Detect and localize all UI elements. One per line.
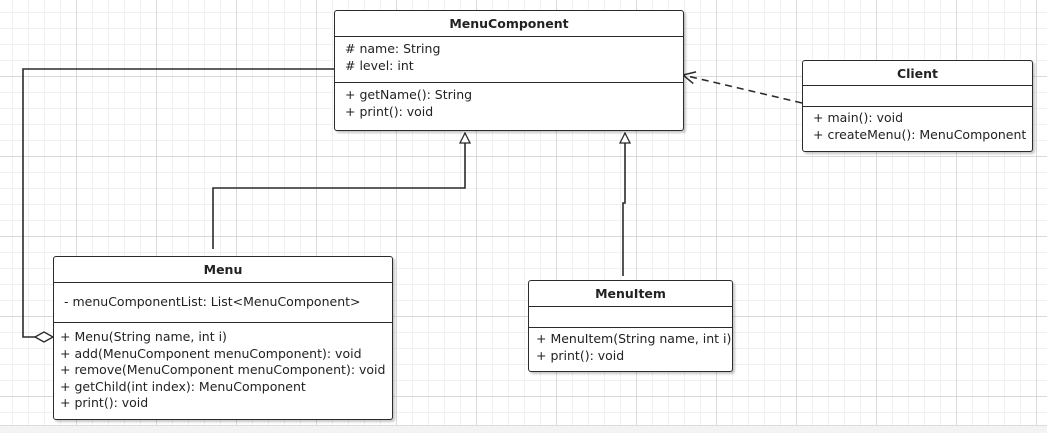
method: + print(): void	[536, 347, 625, 363]
edge-menuitem-generalization	[623, 133, 625, 276]
attributes-section	[803, 86, 1032, 107]
method: + remove(MenuComponent menuComponent): v…	[60, 362, 386, 377]
class-client[interactable]: Client + main(): void + createMenu(): Me…	[802, 60, 1033, 152]
method: + getChild(int index): MenuComponent	[60, 378, 306, 394]
attribute: - menuComponentList: List<MenuComponent>	[64, 294, 361, 309]
attributes-section: # name: String # level: int	[335, 37, 683, 83]
method: + print(): void	[345, 103, 434, 119]
edge-menu-aggregation	[22, 68, 334, 337]
class-name: Menu	[54, 257, 392, 283]
canvas-bottom-edge	[0, 425, 1047, 433]
method: + add(MenuComponent menuComponent): void	[60, 345, 362, 361]
attribute: # level: int	[345, 57, 414, 73]
method: + Menu(String name, int i)	[60, 329, 227, 344]
method: + getName(): String	[345, 87, 473, 102]
class-name: MenuComponent	[335, 11, 683, 37]
class-menu[interactable]: Menu - menuComponentList: List<MenuCompo…	[53, 256, 393, 420]
method: + createMenu(): MenuComponent	[813, 126, 1027, 142]
attribute: # name: String	[345, 41, 441, 56]
edge-menu-generalization	[212, 133, 465, 249]
class-menucomponent[interactable]: MenuComponent # name: String # level: in…	[334, 10, 684, 131]
attributes-section: - menuComponentList: List<MenuComponent>	[54, 283, 392, 323]
method: + MenuItem(String name, int i)	[536, 331, 732, 346]
method: + print(): void	[60, 395, 149, 410]
methods-section: + main(): void + createMenu(): MenuCompo…	[803, 107, 1032, 151]
methods-section: + getName(): String + print(): void	[335, 83, 683, 130]
edge-client-dependency	[683, 75, 803, 104]
method: + main(): void	[813, 110, 904, 125]
class-menuitem[interactable]: MenuItem + MenuItem(String name, int i) …	[528, 280, 733, 372]
class-name: Client	[803, 61, 1032, 86]
methods-section: + Menu(String name, int i) + add(MenuCom…	[54, 323, 392, 419]
methods-section: + MenuItem(String name, int i) + print()…	[529, 328, 732, 371]
class-name: MenuItem	[529, 281, 732, 307]
attributes-section	[529, 307, 732, 328]
